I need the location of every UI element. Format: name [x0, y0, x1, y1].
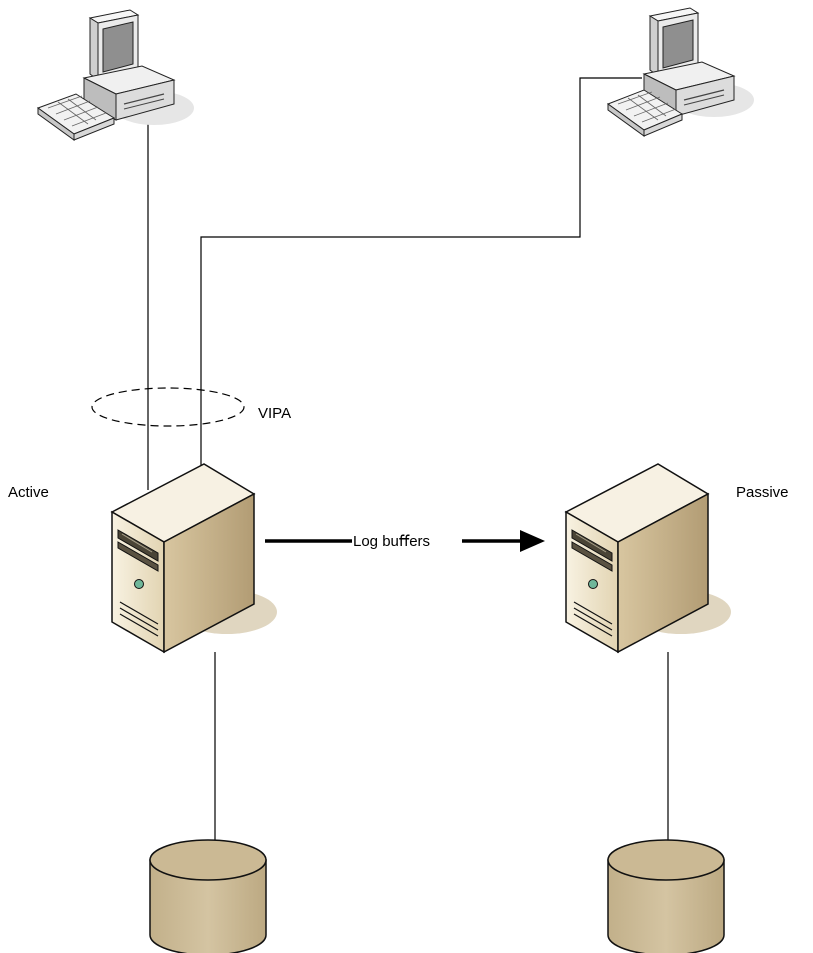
vipa-label: VIPA	[258, 405, 291, 422]
active-label: Active	[8, 484, 49, 501]
client2-link	[200, 77, 642, 466]
workstation-icon	[36, 9, 194, 141]
disk-cylinder-icon	[149, 839, 267, 953]
workstation-icon	[606, 7, 754, 137]
server-tower-icon	[110, 463, 277, 654]
log-buffers-arrow	[265, 530, 545, 552]
server-tower-icon	[564, 463, 731, 654]
log-buffers-label: Log buﬀers	[353, 533, 430, 550]
connections	[147, 77, 669, 840]
passive-label: Passive	[736, 484, 789, 501]
disk-cylinder-icon	[607, 839, 725, 953]
vipa-ellipse	[91, 387, 245, 427]
